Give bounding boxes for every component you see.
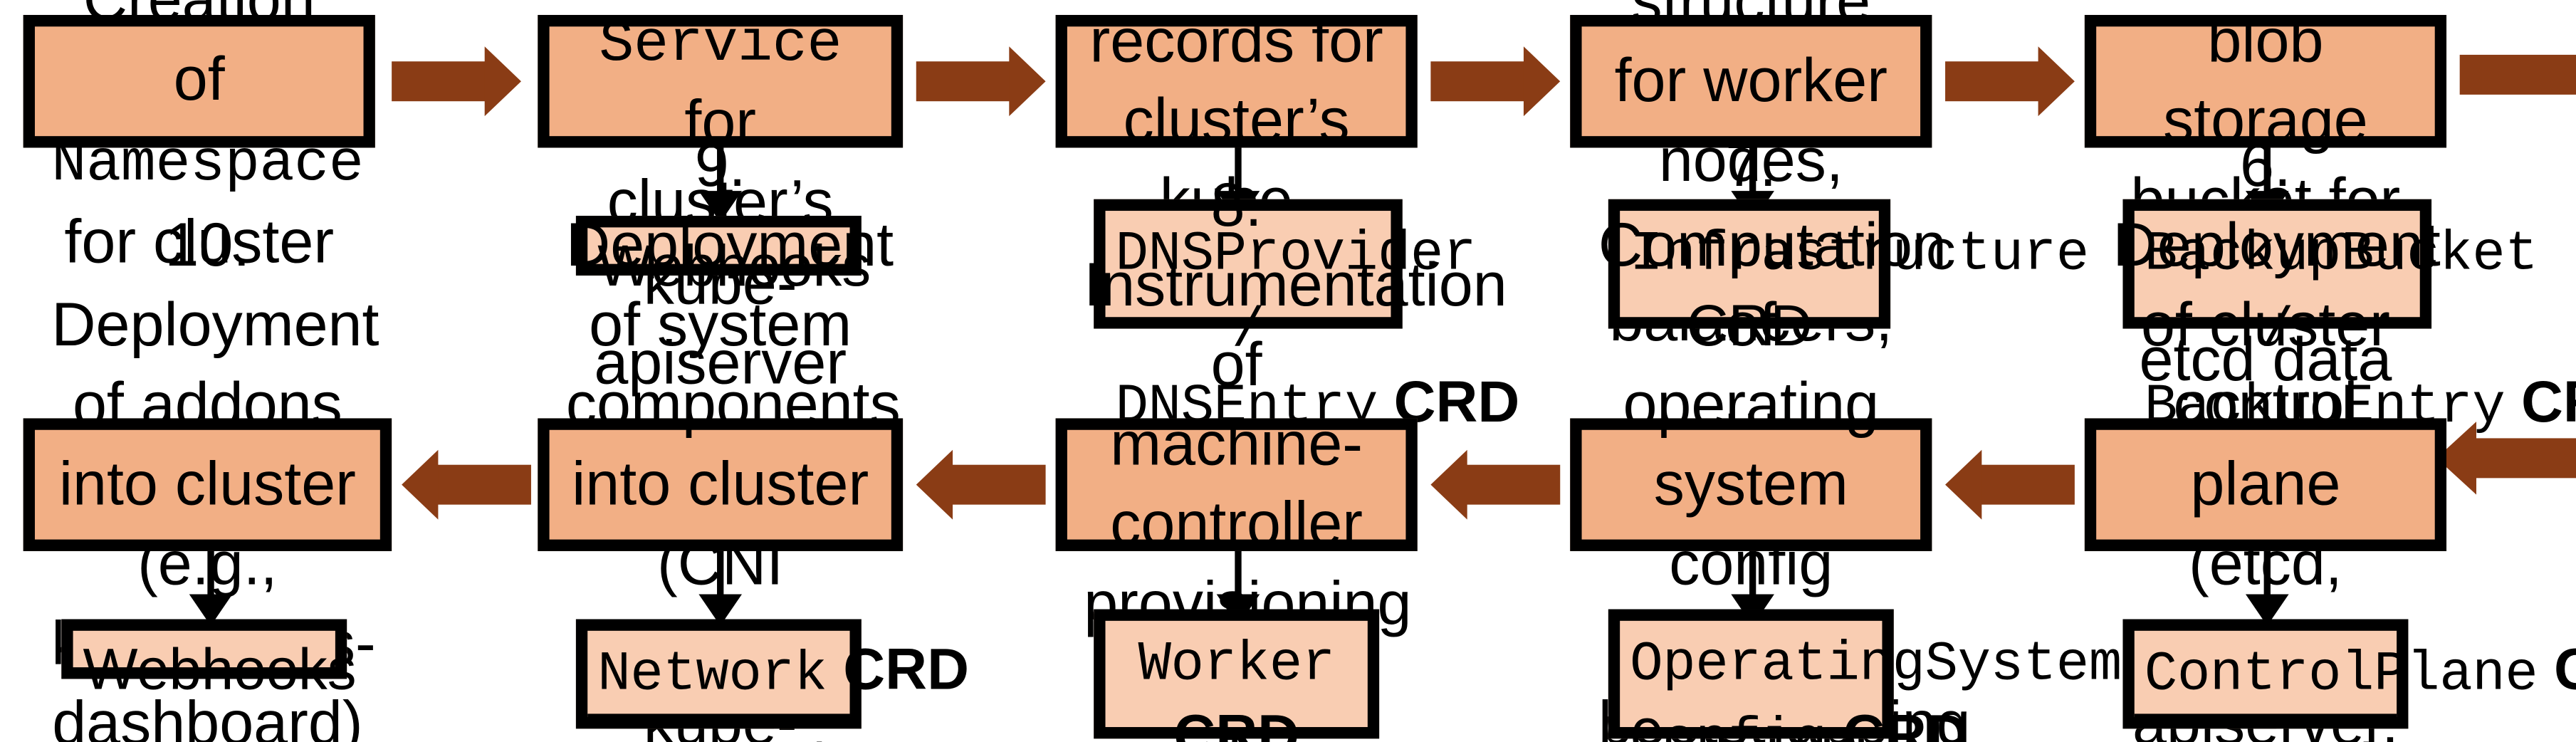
flow-arrow-4-to-5	[1945, 46, 2075, 117]
webhooks-label: Webhooks	[597, 234, 871, 299]
connector-line-step-9	[717, 550, 724, 600]
resource-cell-webhooks: Webhooks	[2134, 714, 2418, 742]
arrow-shaft	[1464, 464, 1561, 505]
connector-line-step-7	[1749, 550, 1756, 600]
step-1-line-3: for cluster	[64, 208, 335, 277]
arrow-head	[1430, 449, 1467, 520]
arrow-head	[1009, 46, 1046, 117]
step-box-3[interactable]: 3. Creation of DNS records for cluster’s…	[1055, 6, 1418, 314]
arrow-head	[484, 46, 521, 117]
step-1-text: 1. Creation of Namespace for cluster	[51, 0, 364, 283]
connector-line-step-3	[1235, 147, 1242, 197]
step-box-8[interactable]: 8. Instrumentation of machine-controller…	[1055, 170, 1507, 742]
connector-line-step-4	[1749, 147, 1756, 197]
webhooks-label: Webhooks	[597, 728, 871, 742]
flow-arrow-3-to-4	[1430, 46, 1561, 117]
step-6-line-1: 6. Deployment of cluster	[2112, 130, 2441, 358]
arrow-shaft	[434, 464, 531, 505]
network-crd-kind: Network	[597, 642, 827, 706]
step-7-line-1: 7. Computation of	[1598, 130, 1947, 358]
step-3-line-2: records for cluster’s	[1089, 6, 1383, 155]
arrow-head	[916, 449, 953, 520]
resource-cell-webhooks: Webhooks	[587, 714, 871, 742]
arrow-shaft	[392, 61, 488, 102]
resource-box-step-10[interactable]: Webhooks	[61, 619, 357, 702]
worker-crd-kind: Worker	[1138, 632, 1336, 696]
arrow-shaft	[949, 464, 1046, 505]
infrastructure-crd-kind: Infrastructure	[1630, 222, 2089, 286]
step-10-line-2: into cluster (e.g.,	[58, 449, 356, 598]
step-2-line-2-suffix: for	[684, 88, 757, 157]
step-9-line-1: 9. Deployment of system	[565, 130, 894, 358]
connector-line-step-5	[2263, 147, 2271, 197]
dns-crd-line-1: DNSProvider /	[1115, 222, 1477, 362]
step-box-9[interactable]: 9. Deployment of system components into …	[538, 130, 904, 742]
arrow-shaft	[1430, 61, 1527, 102]
elbow-connector-horizontal-bottom	[2473, 438, 2576, 479]
step-8-line-1: 8. Instrumentation of	[1084, 170, 1507, 399]
arrow-head	[1523, 46, 1561, 117]
backup-crd-line-1: BackupBucket /	[2144, 222, 2538, 362]
infrastructure-crd-text: Infrastructure CRD	[1630, 214, 2089, 364]
step-9-line-2: components into cluster	[565, 370, 901, 518]
connector-line-step-10	[207, 550, 214, 600]
flow-arrow-9-to-10	[402, 449, 531, 520]
crd-suffix: CRD	[2521, 370, 2576, 435]
step-2-resource-kind: Service	[599, 11, 842, 78]
controlplane-crd-text: ControlPlane CRD	[2145, 634, 2576, 710]
arrow-shaft	[1945, 61, 2042, 102]
webhooks-label: Webhooks	[2145, 728, 2418, 742]
step-box-10[interactable]: 10. Deployment of addons into cluster (e…	[23, 210, 392, 742]
flow-arrow-7-to-8	[1430, 449, 1561, 520]
resource-cell-network-crd: Network CRD	[587, 631, 969, 714]
arrow-head	[2038, 46, 2075, 117]
osc-crd-text: OperatingSystem Config CRD	[1630, 624, 2122, 742]
resource-cell-infrastructure-crd: Infrastructure CRD	[1620, 211, 2089, 367]
osc-crd-kind-line-2: Config	[1630, 709, 1827, 742]
step-10-line-1: 10. Deployment of addons	[51, 210, 379, 439]
resource-cell-osc-crd: OperatingSystem Config CRD	[1620, 621, 2122, 742]
crd-suffix: CRD	[2554, 637, 2576, 702]
connector-line-step-6	[2263, 550, 2271, 600]
step-box-6[interactable]: 6. Deployment of cluster control plane (…	[2084, 130, 2447, 742]
crd-suffix: CRD	[1173, 704, 1300, 742]
step-1-resource-kind: Namespace	[51, 130, 364, 197]
step-box-7[interactable]: 7. Computation of operating system confi…	[1570, 130, 1971, 742]
crd-suffix: CRD	[843, 637, 969, 703]
flow-arrow-8-to-9	[916, 449, 1046, 520]
flow-arrow-6-to-7	[1945, 449, 2075, 520]
resource-cell-webhooks: Webhooks	[587, 227, 871, 307]
webhooks-label: Webhooks	[83, 637, 357, 703]
step-4-line-2: structure for worker	[1614, 0, 1888, 115]
connector-line-step-2	[717, 147, 724, 197]
flow-arrow-1-to-2	[392, 46, 521, 117]
step-9-text: 9. Deployment of system components into …	[566, 125, 901, 742]
connector-line-step-8	[1235, 550, 1242, 600]
controlplane-crd-kind: ControlPlane	[2144, 642, 2538, 706]
step-box-1[interactable]: 1. Creation of Namespace for cluster	[23, 0, 375, 276]
step-1-line-1: 1. Creation of	[83, 0, 315, 113]
resource-cell-worker-crd: Worker CRD	[1106, 621, 1368, 742]
flow-arrow-2-to-3	[916, 46, 1046, 117]
worker-crd-text: Worker CRD	[1115, 624, 1357, 742]
resource-box-step-4[interactable]: Infrastructure CRD	[1608, 199, 2089, 358]
resource-cell-controlplane-crd: ControlPlane CRD	[2135, 631, 2576, 714]
arrow-shaft	[1978, 464, 2075, 505]
crd-suffix: CRD	[1686, 293, 1813, 359]
resource-box-step-2[interactable]: Webhooks	[575, 216, 871, 299]
resource-cell-webhooks: Webhooks	[73, 631, 357, 711]
elbow-connector-horizontal-top	[2459, 54, 2576, 95]
resource-box-step-7[interactable]: OperatingSystem Config CRD	[1608, 609, 2122, 742]
network-crd-text: Network CRD	[597, 634, 969, 710]
step-8-line-2: machine-controller	[1110, 409, 1363, 558]
crd-suffix: CRD	[1843, 704, 1969, 742]
resource-box-step-6[interactable]: ControlPlane CRD Webhooks	[2122, 619, 2576, 742]
arrow-shaft	[916, 61, 1012, 102]
resource-box-step-9[interactable]: Network CRD Webhooks	[575, 619, 969, 742]
arrow-head	[1945, 449, 1982, 520]
arrow-head	[402, 449, 439, 520]
osc-crd-kind-line-1: OperatingSystem	[1630, 632, 2122, 696]
resource-box-step-8[interactable]: Worker CRD	[1094, 609, 1380, 742]
